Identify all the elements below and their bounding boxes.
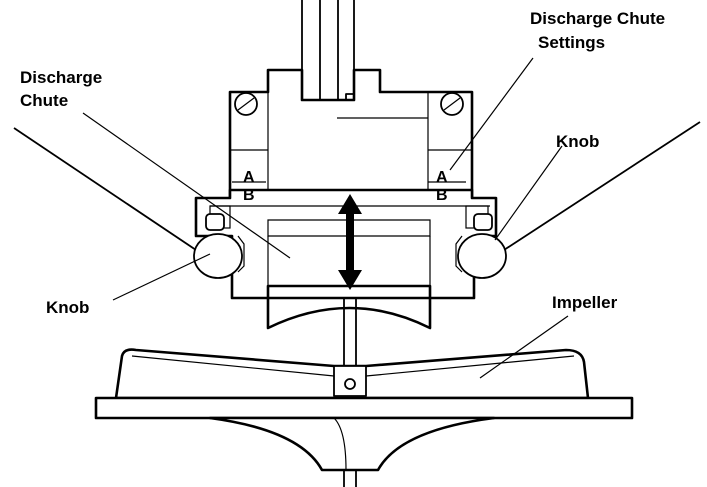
cables xyxy=(13,121,701,251)
label-impeller: Impeller xyxy=(552,293,618,312)
setting-b-right: B xyxy=(436,187,448,204)
setting-a-left: A xyxy=(243,169,255,186)
label-knob-left: Knob xyxy=(46,298,90,317)
chute-housing-upper xyxy=(228,68,474,202)
knob-right xyxy=(455,213,507,279)
label-discharge-chute-line2: Chute xyxy=(20,91,69,110)
leader-lines xyxy=(82,57,569,379)
setting-a-right: A xyxy=(436,169,448,186)
knob-left xyxy=(193,213,245,279)
impeller xyxy=(94,348,634,472)
label-discharge-chute-line1: Discharge xyxy=(20,68,103,87)
screw-right xyxy=(440,92,464,116)
setting-b-left: B xyxy=(243,187,255,204)
label-discharge-chute-settings-line2: Settings xyxy=(538,33,606,52)
label-discharge-chute-settings-line1: Discharge Chute xyxy=(530,9,666,28)
discharge-chute xyxy=(266,296,432,330)
adjust-arrow xyxy=(338,194,362,290)
screw-left xyxy=(234,92,258,116)
label-knob-right: Knob xyxy=(556,132,600,151)
